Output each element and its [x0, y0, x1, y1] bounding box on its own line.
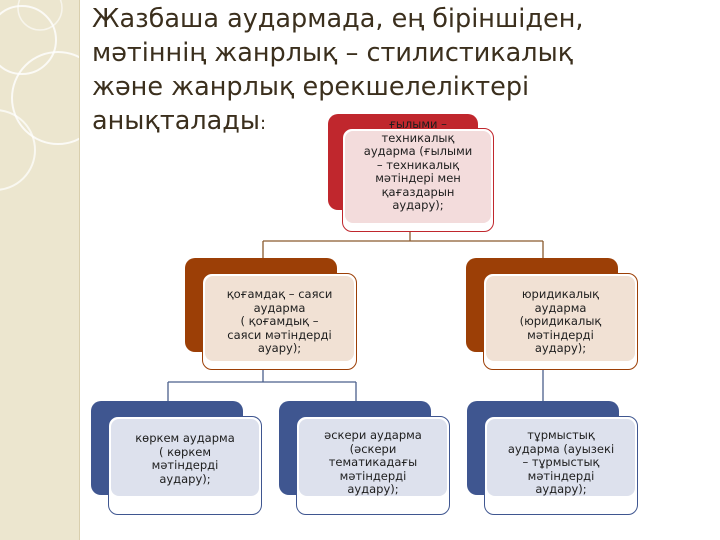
- level2-node-fill: [486, 276, 635, 361]
- level3-node-fill: [487, 419, 635, 496]
- level3-node-fill: [111, 419, 259, 496]
- decorative-sidebar: [0, 0, 80, 540]
- level2-node-social-political: қоғамдақ – саяси аударма ( қоғамдық – са…: [185, 258, 357, 370]
- slide-title: Жазбаша аудармада, ең біріншіден, мәтінн…: [92, 2, 652, 141]
- title-colon: :: [260, 113, 267, 134]
- root-node-fill: [345, 131, 491, 223]
- level2-node-label: юридикалық аударма (юридикалық мәтіндерд…: [519, 287, 602, 355]
- level2-node-legal: юридикалық аударма (юридикалық мәтіндерд…: [466, 258, 638, 370]
- level2-node-label: қоғамдақ – саяси аударма ( қоғамдық – са…: [226, 287, 333, 355]
- level3-node-military: әскери аударма (әскери тематикадағы мәті…: [279, 401, 450, 515]
- root-node-label: ғылыми – техникалық аударма (ғылыми – те…: [363, 117, 473, 212]
- level3-node-literary: көркем аударма ( көркем мәтіндерді аудар…: [91, 401, 262, 515]
- level3-node-fill: [299, 419, 447, 496]
- root-node: ғылыми – техникалық аударма (ғылыми – те…: [328, 114, 494, 234]
- level3-node-label: тұрмыстық аударма (ауызекі – тұрмыстық м…: [507, 428, 615, 496]
- level2-node-fill: [205, 276, 354, 361]
- decorative-circles: [0, 0, 79, 191]
- level3-node-everyday: тұрмыстық аударма (ауызекі – тұрмыстық м…: [467, 401, 638, 515]
- level3-node-label: көркем аударма ( көркем мәтіндерді аудар…: [135, 431, 235, 486]
- title-text: Жазбаша аудармада, ең біріншіден, мәтінн…: [92, 4, 584, 136]
- level3-node-label: әскери аударма (әскери тематикадағы мәті…: [324, 428, 422, 496]
